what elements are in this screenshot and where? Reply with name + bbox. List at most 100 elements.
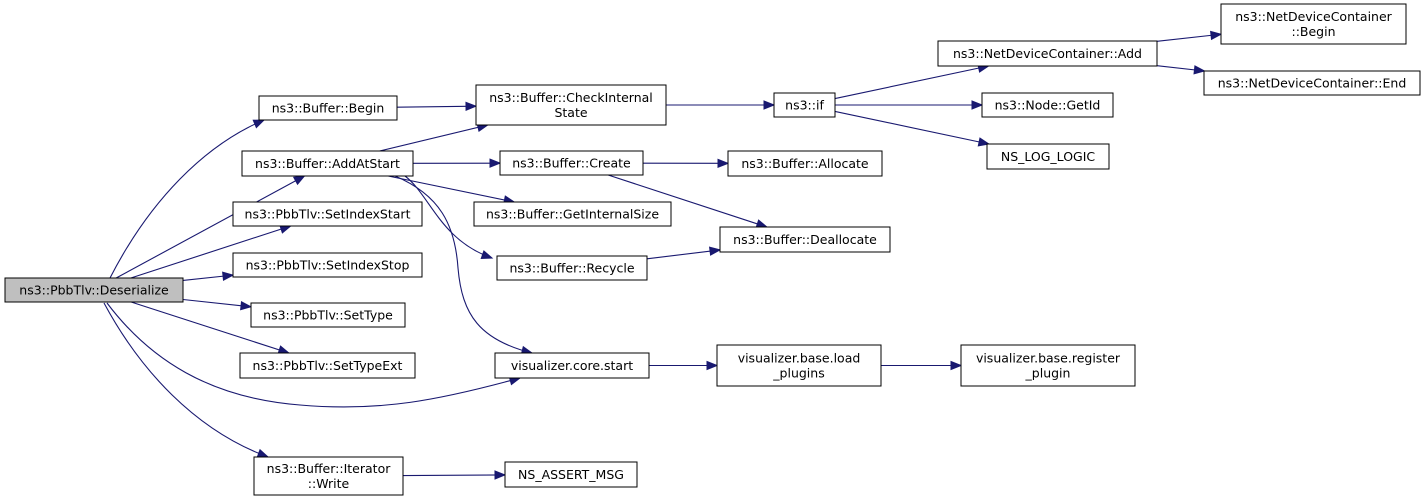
- node-deserialize[interactable]: ns3::PbbTlv::Deserialize: [4, 277, 184, 303]
- edge-line: [379, 124, 488, 152]
- node-begin[interactable]: ns3::Buffer::Begin: [258, 95, 398, 121]
- edge-line: [646, 249, 721, 260]
- node-addatstart[interactable]: ns3::Buffer::AddAtStart: [241, 150, 414, 177]
- node-allocate[interactable]: ns3::Buffer::Allocate: [727, 150, 883, 177]
- node-create[interactable]: ns3::Buffer::Create: [499, 150, 644, 176]
- arrowhead-icon: [706, 360, 719, 371]
- node-box[interactable]: [499, 150, 644, 176]
- node-label: ns3::Buffer::CheckInternal: [489, 90, 653, 105]
- node-box[interactable]: [250, 302, 406, 328]
- node-corestart[interactable]: visualizer.core.start: [494, 352, 650, 379]
- node-getinternalsize[interactable]: ns3::Buffer::GetInternalSize: [473, 201, 672, 227]
- arrowhead-icon: [950, 360, 963, 371]
- edge-line: [115, 175, 305, 279]
- node-box[interactable]: [496, 255, 648, 281]
- edge-line: [182, 298, 252, 308]
- node-box[interactable]: [473, 201, 672, 227]
- node-label: ns3::Buffer::Recycle: [509, 261, 634, 276]
- edge-ndcadd-to-ndcend: [1156, 65, 1206, 75]
- arrowhead-icon: [465, 101, 478, 112]
- node-box[interactable]: [716, 344, 882, 387]
- node-box[interactable]: [475, 84, 667, 126]
- node-settype[interactable]: ns3::PbbTlv::SetType: [250, 302, 406, 328]
- node-ndcbegin[interactable]: ns3::NetDeviceContainer::Begin: [1220, 3, 1407, 45]
- nodes-layer: ns3::PbbTlv::Deserialize ns3::Buffer::Beg…: [4, 3, 1421, 496]
- edge-if-to-ndcadd: [834, 63, 990, 100]
- arrowhead-icon: [222, 271, 235, 281]
- node-loadplugins[interactable]: visualizer.base.load_plugins: [716, 344, 882, 387]
- node-label: visualizer.base.register: [976, 351, 1121, 366]
- edge-line: [394, 175, 533, 354]
- arrowhead-icon: [252, 119, 266, 129]
- arrowhead-icon: [1193, 65, 1206, 75]
- node-label: ns3::NetDeviceContainer: [1235, 9, 1392, 24]
- node-box[interactable]: [1203, 70, 1421, 96]
- node-label: ::Begin: [1291, 24, 1335, 39]
- node-label: ns3::Buffer::Allocate: [741, 156, 869, 171]
- node-label: ns3::Buffer::Begin: [272, 101, 385, 116]
- node-label: ns3::NetDeviceContainer::Add: [953, 46, 1142, 61]
- node-setindexstart[interactable]: ns3::PbbTlv::SetIndexStart: [232, 201, 423, 227]
- edge-loadplugins-to-registerplugin: [881, 360, 963, 371]
- edge-line: [1156, 33, 1222, 42]
- edge-line: [106, 302, 521, 408]
- node-nsloglogic[interactable]: NS_LOG_LOGIC: [986, 143, 1110, 170]
- edge-line: [388, 175, 515, 203]
- arrowhead-icon: [256, 448, 270, 458]
- node-label: ns3::PbbTlv::SetIndexStart: [245, 207, 411, 222]
- node-box[interactable]: [4, 277, 184, 303]
- node-label: NS_ASSERT_MSG: [518, 467, 624, 482]
- node-iteratorwrite[interactable]: ns3::Buffer::Iterator::Write: [253, 456, 404, 496]
- node-box[interactable]: [1220, 3, 1407, 45]
- node-box[interactable]: [986, 143, 1110, 170]
- node-box[interactable]: [232, 201, 423, 227]
- node-settypeext[interactable]: ns3::PbbTlv::SetTypeExt: [239, 352, 416, 379]
- node-if[interactable]: ns3::if: [773, 92, 836, 118]
- edge-recycle-to-deallocate: [646, 246, 722, 260]
- edge-line: [396, 105, 477, 108]
- node-recycle[interactable]: ns3::Buffer::Recycle: [496, 255, 648, 281]
- node-box[interactable]: [241, 150, 414, 177]
- node-box[interactable]: [981, 92, 1114, 118]
- node-setindexstop[interactable]: ns3::PbbTlv::SetIndexStop: [232, 252, 423, 278]
- arrowhead-icon: [763, 100, 776, 110]
- node-label: ns3::PbbTlv::Deserialize: [19, 283, 169, 298]
- edge-line: [103, 302, 269, 458]
- edge-ndcadd-to-ndcbegin: [1156, 30, 1223, 42]
- node-box[interactable]: [719, 226, 891, 253]
- node-box[interactable]: [239, 352, 416, 379]
- edge-line: [130, 225, 291, 279]
- edges-layer: [103, 30, 1223, 480]
- node-box[interactable]: [494, 352, 650, 379]
- node-label: ns3::Buffer::Create: [512, 156, 631, 171]
- node-registerplugin[interactable]: visualizer.base.register_plugin: [960, 344, 1136, 387]
- node-ndcadd[interactable]: ns3::NetDeviceContainer::Add: [937, 40, 1158, 67]
- node-ndcend[interactable]: ns3::NetDeviceContainer::End: [1203, 70, 1421, 96]
- node-box[interactable]: [253, 456, 404, 496]
- edge-addatstart-to-recycle: [404, 175, 494, 260]
- node-label: visualizer.base.load: [738, 351, 861, 366]
- edge-line: [607, 174, 768, 228]
- node-box[interactable]: [232, 252, 423, 278]
- node-box[interactable]: [727, 150, 883, 177]
- edge-addatstart-to-checkinternalstate: [379, 122, 490, 152]
- node-label: _plugins: [772, 366, 824, 381]
- node-deallocate[interactable]: ns3::Buffer::Deallocate: [719, 226, 891, 253]
- edge-deserialize-to-addatstart: [115, 175, 306, 279]
- arrowhead-icon: [494, 470, 507, 480]
- node-assertmsg[interactable]: NS_ASSERT_MSG: [504, 461, 638, 488]
- edge-line: [834, 110, 990, 145]
- arrowhead-icon: [1210, 30, 1223, 41]
- edge-begin-to-checkinternalstate: [396, 101, 478, 112]
- node-label: ns3::PbbTlv::SetType: [263, 308, 393, 323]
- node-box[interactable]: [773, 92, 836, 118]
- node-box[interactable]: [937, 40, 1158, 67]
- edge-if-to-nodegetid: [835, 100, 984, 110]
- node-box[interactable]: [258, 95, 398, 121]
- node-label: ns3::if: [785, 98, 824, 113]
- node-box[interactable]: [960, 344, 1136, 387]
- node-label: _plugin: [1025, 366, 1071, 381]
- node-nodegetid[interactable]: ns3::Node::GetId: [981, 92, 1114, 118]
- node-box[interactable]: [504, 461, 638, 488]
